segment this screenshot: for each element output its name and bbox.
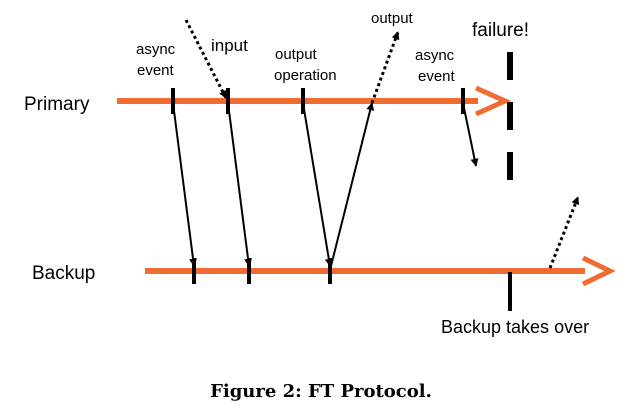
input-arrow <box>184 19 228 99</box>
backup-timeline <box>145 255 616 287</box>
input-label: input <box>211 36 248 55</box>
output-operation-label-line1: output <box>275 46 318 63</box>
lost-log-arrow <box>462 102 479 167</box>
primary-timeline <box>117 85 512 117</box>
ack-arrow <box>329 102 375 271</box>
failure-label: failure! <box>472 20 529 41</box>
output-arrow <box>370 31 400 104</box>
backup-label: Backup <box>32 263 95 284</box>
backup-takes-over-label: Backup takes over <box>441 317 589 337</box>
async-event-label-1-line2: event <box>137 62 175 79</box>
output-operation-label-line2: operation <box>274 67 337 84</box>
output-label: output <box>371 10 414 27</box>
async-event-label-2-line2: event <box>418 68 456 85</box>
backup-output-arrow <box>548 196 580 269</box>
log-arrow-input <box>227 102 253 267</box>
figure-caption: Figure 2: FT Protocol. <box>210 381 432 402</box>
log-arrow-async-event <box>172 102 198 267</box>
log-arrow-output-operation <box>302 102 333 267</box>
primary-label: Primary <box>24 94 90 115</box>
async-event-label-1-line1: async <box>136 41 176 58</box>
async-event-label-2-line1: async <box>415 47 455 64</box>
